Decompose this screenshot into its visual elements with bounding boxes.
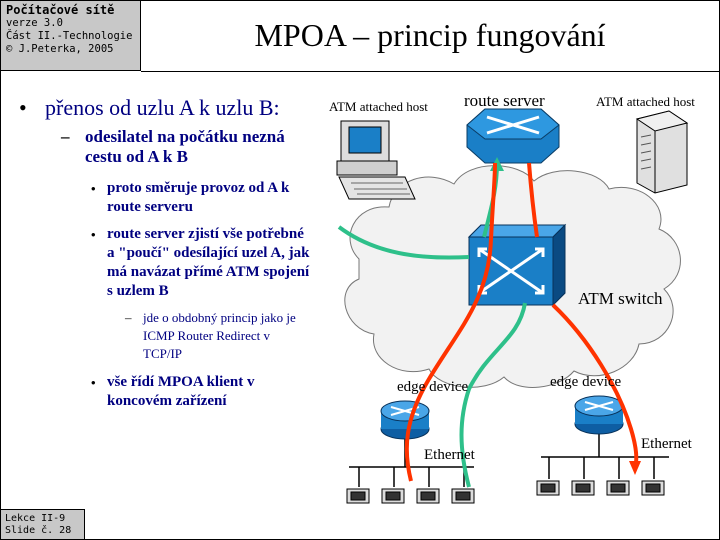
bullet-marker: • <box>19 95 27 120</box>
slide-number: Slide č. 28 <box>5 525 72 536</box>
bullet-level4: – jde o obdobný princip jako je ICMP Rou… <box>11 309 311 363</box>
bullet-text: route server zjistí vše potřebné a "pouč… <box>107 226 310 299</box>
bullet-marker: • <box>91 181 96 196</box>
label-ethernet-right: Ethernet <box>641 436 692 452</box>
atm-host-left-icon <box>336 120 416 200</box>
author-label: © J.Peterka, 2005 <box>6 43 114 55</box>
bullet-level1: • přenos od uzlu A k uzlu B: <box>11 95 311 121</box>
footer-info-box: Lekce II-9 Slide č. 28 <box>1 509 85 539</box>
label-atm-host-left: ATM attached host <box>329 99 428 114</box>
workstations-right <box>536 480 665 496</box>
mpoa-diagram <box>336 108 689 504</box>
ethernet-right <box>541 434 669 479</box>
route-server-icon <box>466 108 560 164</box>
workstations-left <box>346 488 475 504</box>
bullet-text: odesilatel na počátku nezná cestu od A k… <box>85 127 285 166</box>
bullet-text: přenos od uzlu A k uzlu B: <box>45 95 280 120</box>
bullet-marker: – <box>61 127 70 146</box>
slide-title: MPOA – princip fungování <box>254 17 606 53</box>
red-path <box>404 162 641 482</box>
bullet-level3: • vše řídí MPOA klient v koncovém zaříze… <box>11 373 311 411</box>
part-label: Část II.-Technologie <box>6 30 133 42</box>
bullet-text: proto směruje provoz od A k route server… <box>107 180 290 215</box>
label-route-server: route server <box>464 91 545 110</box>
header-info-box: Počítačové sítě verze 3.0 Část II.-Techn… <box>1 1 141 71</box>
title-divider <box>141 71 720 72</box>
bullet-level2: – odesilatel na počátku nezná cestu od A… <box>11 127 311 167</box>
atm-host-right-icon <box>635 110 689 194</box>
bullet-text: vše řídí MPOA klient v koncovém zařízení <box>107 374 255 409</box>
bullet-level3: • route server zjistí vše potřebné a "po… <box>11 225 311 301</box>
bullet-level3: • proto směruje provoz od A k route serv… <box>11 179 311 217</box>
edge-router-left-icon <box>380 400 430 440</box>
bullet-text: jde o obdobný princip jako je ICMP Route… <box>143 310 296 361</box>
lecture-label: Lekce II-9 <box>5 513 66 524</box>
label-atm-host-right: ATM attached host <box>596 94 695 109</box>
edge-router-right-icon <box>574 395 624 435</box>
label-edge-device-left: edge device <box>397 379 469 395</box>
label-atm-switch: ATM switch <box>578 289 663 308</box>
atm-switch-icon <box>467 223 567 307</box>
course-name: Počítačové sítě <box>6 3 115 17</box>
label-ethernet-left: Ethernet <box>424 447 475 463</box>
ethernet-left <box>349 439 474 487</box>
label-edge-device-right: edge device <box>550 374 622 390</box>
bullet-marker: – <box>125 310 132 325</box>
bullet-marker: • <box>91 227 96 242</box>
bullet-marker: • <box>91 375 96 390</box>
bullet-list: • přenos od uzlu A k uzlu B: – odesilate… <box>11 95 311 419</box>
version-label: verze 3.0 <box>6 17 63 29</box>
